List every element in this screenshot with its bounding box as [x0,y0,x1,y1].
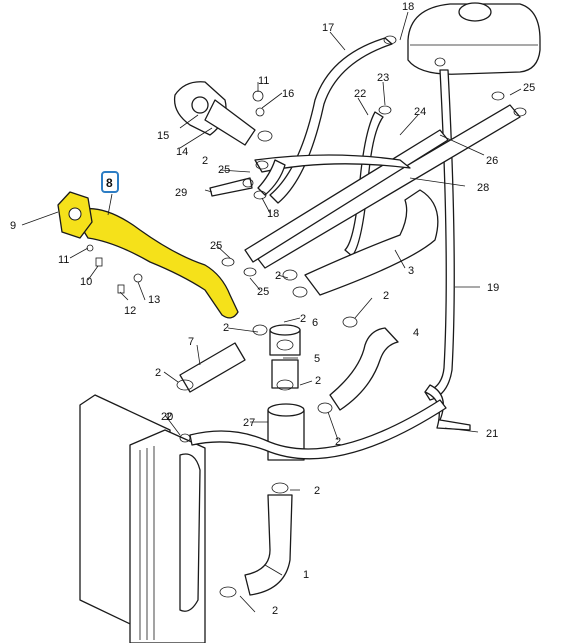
label-11: 11 [258,75,269,87]
label-1: 1 [303,569,309,581]
label-29: 29 [175,187,187,199]
hose-20 [189,399,447,460]
label-6: 6 [312,317,318,329]
leader-lines [21,11,522,613]
label-28: 28 [477,182,489,194]
label-2: 2 [166,411,172,423]
hose-7 [179,342,246,393]
label-19: 19 [487,282,499,294]
label-18: 18 [402,1,414,13]
label-2: 2 [202,155,208,167]
label-14: 14 [176,146,188,158]
label-24: 24 [414,106,426,118]
pipe-8-highlighted[interactable] [71,208,239,319]
label-15: 15 [157,130,169,142]
thermostat-housing [267,324,305,461]
label-21: 21 [486,428,498,440]
hose-3 [304,189,439,296]
label-10: 10 [80,276,92,288]
label-2: 2 [335,436,341,448]
label-16: 16 [282,88,294,100]
label-2: 2 [223,322,229,334]
label-2: 2 [155,367,161,379]
label-12: 12 [124,305,136,317]
hose-29 [209,177,253,197]
hose-upper [254,154,411,173]
label-3: 3 [408,265,414,277]
label-23: 23 [377,72,389,84]
label-25: 25 [218,164,230,176]
label-27: 27 [243,417,255,429]
label-5: 5 [314,353,320,365]
selected-part-tag[interactable]: 8 [101,171,119,193]
label-11: 11 [58,254,69,266]
label-17: 17 [322,22,334,34]
label-7: 7 [188,336,194,348]
hose-1 [244,494,293,596]
selected-part-number: 8 [106,176,113,190]
label-25: 25 [523,82,535,94]
label-9: 9 [10,220,16,232]
label-25: 25 [210,240,222,252]
reservoir-tank [407,2,541,75]
label-26: 26 [486,155,498,167]
label-18: 18 [267,208,279,220]
label-2: 2 [272,605,278,617]
label-4: 4 [413,327,419,339]
label-2: 2 [383,290,389,302]
label-25: 25 [257,286,269,298]
part-labels: 1 2 2 2 2 2 2 2 2 2 2 2 3 4 5 6 7 9 10 1… [10,1,535,617]
label-2: 2 [314,485,320,497]
label-2: 2 [275,270,281,282]
flange-15 [173,81,256,146]
hose-18-lower [257,159,286,196]
pipe-21 [424,384,471,431]
label-20: 20 [161,411,173,423]
label-22: 22 [354,88,366,100]
label-13: 13 [148,294,160,306]
clamps [176,35,527,598]
radiator [79,394,206,643]
label-2: 2 [315,375,321,387]
label-2: 2 [300,313,306,325]
hose-4 [329,327,399,411]
